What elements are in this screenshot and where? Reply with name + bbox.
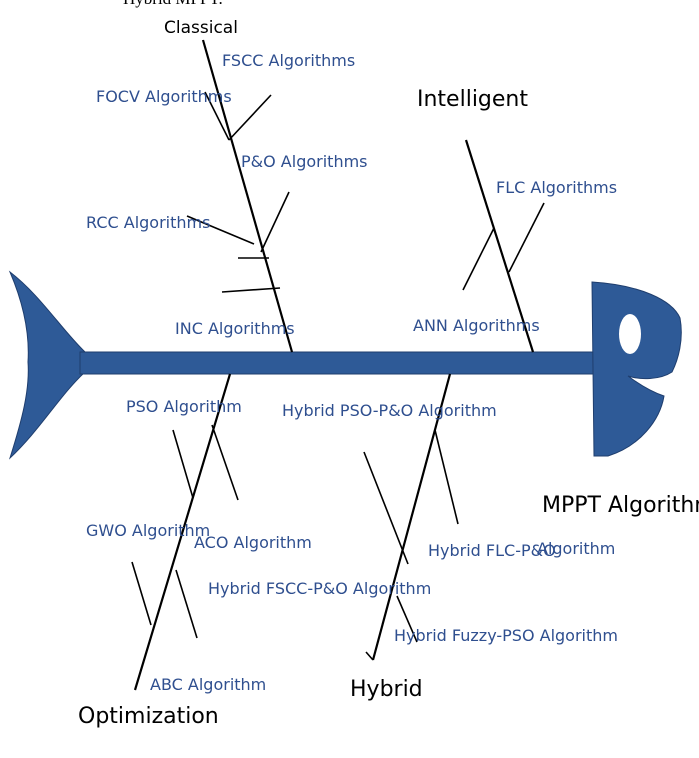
fscc-bone — [228, 94, 272, 141]
category-optimization: Optimization — [78, 704, 219, 729]
abc-bone — [175, 569, 198, 639]
label-pso: PSO Algorithm — [126, 397, 242, 416]
label-focv: FOCV Algorithms — [96, 87, 232, 106]
top-cropped-caption: Hybrid MPPT. — [123, 0, 223, 8]
label-ann: ANN Algorithms — [413, 316, 540, 335]
gwo-bone — [131, 561, 152, 626]
fish-head — [591, 281, 682, 457]
label-gwo: GWO Algorithm — [86, 521, 210, 540]
category-classical: Classical — [164, 18, 238, 38]
fish-eye — [619, 314, 641, 354]
classical-main-bone — [201, 39, 294, 353]
fish-tail — [8, 270, 86, 460]
fish-spine — [79, 351, 601, 375]
category-intelligent: Intelligent — [417, 87, 528, 112]
pso-bone — [172, 429, 194, 499]
rcc-bone — [186, 215, 255, 245]
intelligent-main-bone — [464, 139, 535, 353]
hybrid-fuzzy-tick — [365, 651, 374, 661]
hybrid-fuzzy-pso-bone — [396, 595, 418, 643]
category-hybrid: Hybrid — [350, 677, 423, 702]
hybrid-main-bone — [371, 373, 452, 661]
hybrid-pso-po-bone — [363, 451, 409, 565]
optimization-main-bone — [133, 373, 232, 691]
label-hybrid-flc-po: Hybrid FLC-P&O — [428, 541, 556, 560]
label-hybrid-pso-po: Hybrid PSO-P&O Algorithm — [282, 401, 497, 420]
head-label-mppt: MPPT Algorithms — [542, 493, 699, 518]
label-inc: INC Algorithms — [175, 319, 295, 338]
label-abc: ABC Algorithm — [150, 675, 266, 694]
label-fscc: FSCC Algorithms — [222, 51, 355, 70]
label-flc: FLC Algorithms — [496, 178, 617, 197]
hybrid-flc-po-bone — [434, 429, 459, 525]
ann-bone — [462, 227, 495, 291]
focv-bone — [204, 91, 230, 141]
flc-bone — [508, 202, 545, 273]
label-po: P&O Algorithms — [241, 152, 368, 171]
label-hybrid-fuzzy-pso: Hybrid Fuzzy-PSO Algorithm — [394, 626, 618, 645]
po-bone — [260, 191, 290, 253]
label-aco: ACO Algorithm — [194, 533, 312, 552]
label-hybrid-flc-po-suffix: Algorithm — [537, 539, 615, 558]
aco-bone — [211, 424, 239, 501]
label-hybrid-fscc-po: Hybrid FSCC-P&O Algorithm — [208, 579, 431, 598]
inc-bone — [221, 287, 281, 293]
label-rcc: RCC Algorithms — [86, 213, 210, 232]
